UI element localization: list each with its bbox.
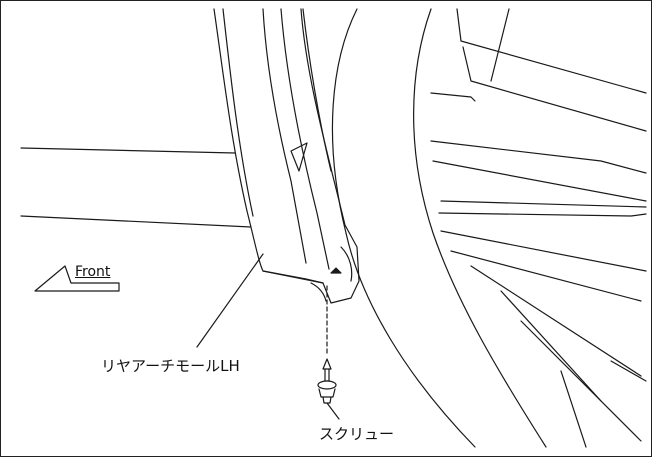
- screw-label: スクリュー: [319, 425, 395, 443]
- front-label: Front: [75, 264, 111, 280]
- body-panel-lines: [20, 147, 252, 228]
- molding-label: リヤアーチモールLH: [101, 357, 240, 375]
- leader-lines: [196, 253, 340, 420]
- wheel-spokes: [430, 8, 647, 448]
- front-arrow-icon: [34, 265, 120, 292]
- wheel-arch: [331, 8, 547, 448]
- screw: [317, 285, 337, 404]
- rear-arch-molding: [213, 8, 360, 304]
